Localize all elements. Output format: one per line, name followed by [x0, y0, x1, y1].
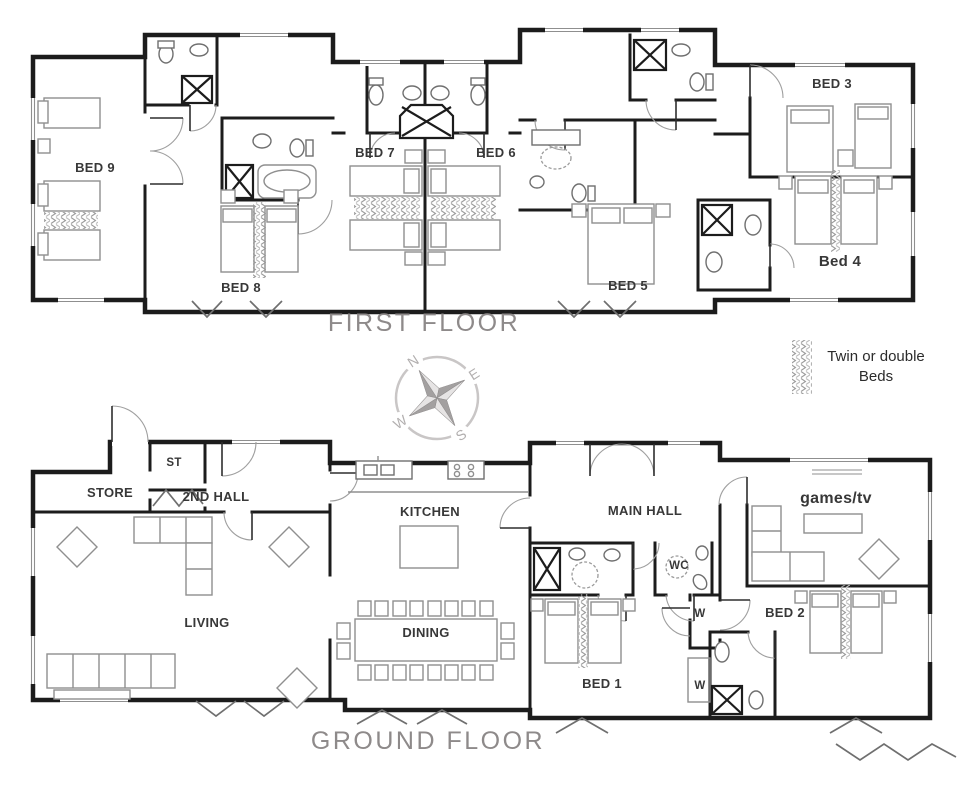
room-label-games-tv: games/tv	[800, 490, 872, 507]
bed4-beds	[778, 170, 893, 252]
bed9-furniture	[37, 97, 101, 261]
bed4-bathroom	[700, 203, 762, 273]
bed2-beds	[794, 585, 897, 659]
room-label-dining: DINING	[402, 625, 449, 640]
room-label-second-hall: 2ND HALL	[183, 489, 250, 504]
room-label-main-hall: MAIN HALL	[608, 503, 682, 518]
legend-text-line2: Beds	[859, 368, 893, 385]
living-furniture	[46, 516, 318, 709]
bed7-beds	[349, 149, 423, 266]
room-label-bed4: Bed 4	[819, 253, 862, 270]
room-label-living: LIVING	[184, 615, 229, 630]
room-label-wc: WC	[669, 560, 689, 572]
bed2-ensuite	[710, 641, 764, 716]
bed8-beds	[220, 189, 299, 278]
ground-floor-doors	[111, 405, 776, 659]
room-label-bed8: BED 8	[221, 280, 261, 295]
bed6-beds	[427, 149, 501, 266]
room-label-kitchen: KITCHEN	[400, 504, 460, 519]
compass-star	[409, 370, 465, 426]
room-label-wardrobe-lower: W	[694, 680, 705, 692]
room-label-bed2: BED 2	[765, 605, 805, 620]
games-tv-furniture	[751, 469, 900, 582]
dining-furniture	[336, 600, 515, 681]
room-label-store: STORE	[87, 485, 133, 500]
compass-rose-icon: N E S W	[390, 351, 484, 445]
bed1-ensuite	[532, 546, 621, 592]
room-label-wardrobe-upper: W	[694, 608, 705, 620]
bed7-bed6-bathrooms	[368, 77, 486, 140]
kitchen-furniture	[348, 456, 528, 569]
first-floor-opening-marks	[191, 300, 637, 319]
bed5-ensuite	[529, 129, 596, 203]
ground-floor-opening-marks	[195, 700, 957, 762]
legend-swatch-twin-double-beds	[792, 340, 812, 394]
legend-text-line1: Twin or double	[827, 348, 925, 365]
room-label-bed5: BED 5	[608, 278, 648, 293]
first-floor-title: FIRST FLOOR	[328, 309, 520, 337]
legend: Twin or double Beds	[792, 340, 925, 394]
room-label-bed3: BED 3	[812, 76, 852, 91]
room-label-bed7: BED 7	[355, 145, 395, 160]
room-label-bed9: BED 9	[75, 160, 115, 175]
ground-floor-plan: STORE ST 2ND HALL KITCHEN MAIN HALL game…	[29, 405, 957, 762]
bed3-beds	[786, 103, 892, 173]
first-floor-plan: BED 9 BED 8 BED 7 BED 6 BED 5 BED 3 Bed …	[29, 26, 917, 337]
ground-floor-title: GROUND FLOOR	[311, 727, 545, 755]
room-label-bed1: BED 1	[582, 676, 622, 691]
bed5-bed	[571, 203, 671, 285]
room-label-st: ST	[166, 457, 181, 469]
room-label-bed6: BED 6	[476, 145, 516, 160]
landing-bathroom	[632, 38, 714, 92]
first-floor-windows	[29, 26, 917, 304]
wc-fixtures	[665, 545, 709, 591]
landing-shower-room	[157, 40, 214, 105]
bed1-beds	[530, 594, 636, 668]
